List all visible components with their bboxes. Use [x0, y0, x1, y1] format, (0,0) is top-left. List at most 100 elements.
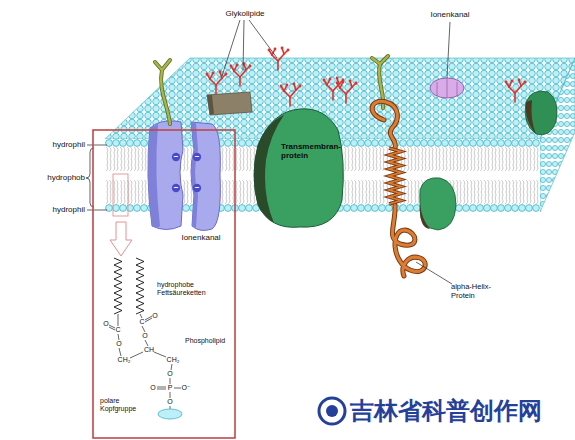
sugar-unit	[249, 65, 252, 68]
layer-label: hydrophil	[53, 205, 85, 214]
lipid-tail	[106, 147, 108, 171]
atom-symbol: O	[167, 398, 172, 406]
lipid-tail	[137, 147, 139, 171]
ion-channel-half	[191, 122, 220, 230]
lipid-tail	[522, 147, 524, 171]
bond	[171, 364, 172, 370]
inset-label: hydrophobe Fettsäureketten	[157, 281, 227, 297]
lipid-tail	[137, 180, 139, 204]
sugar-branch	[216, 78, 222, 85]
lipid-tail	[498, 180, 500, 204]
lipid-tail	[228, 180, 230, 204]
protein-shade	[254, 115, 284, 223]
bond	[119, 348, 121, 356]
bond	[170, 378, 171, 384]
atom-symbol: C	[139, 318, 144, 326]
sugar-branch	[277, 61, 279, 70]
lipid-tail	[456, 147, 458, 171]
lipid-tail	[463, 180, 465, 204]
lipid-tail	[144, 180, 146, 204]
helix-chain	[372, 101, 397, 148]
charge-sign: −	[195, 152, 200, 161]
lipid-tail	[536, 147, 538, 171]
charge-circle	[193, 184, 201, 192]
lipid-head	[456, 205, 463, 212]
watermark-logo-core	[326, 405, 338, 417]
lipid-tail	[354, 147, 356, 171]
charge-circle	[193, 153, 201, 161]
bond	[118, 334, 119, 340]
atom-symbol: O	[116, 340, 121, 348]
lipid-head	[484, 205, 491, 212]
bond	[140, 314, 142, 318]
sugar-unit	[336, 77, 339, 80]
lipid-tail	[344, 180, 346, 204]
sugar-branch	[289, 97, 291, 106]
lipid-head	[246, 140, 253, 147]
lipid-tail	[106, 180, 108, 204]
lipid-tail	[351, 147, 353, 171]
lipid-head	[351, 205, 358, 212]
lipid-tail	[522, 180, 524, 204]
atom-symbol: P	[168, 384, 173, 392]
lipid-tail	[120, 180, 122, 204]
lipid-tail	[487, 147, 489, 171]
protein-body	[254, 109, 343, 227]
lipid-tail	[228, 147, 230, 171]
lipid-tail	[225, 147, 227, 171]
lipid-head	[526, 140, 533, 147]
lipid-tail	[452, 147, 454, 171]
lipid-tail	[515, 180, 517, 204]
lipid-tail	[407, 147, 409, 171]
lipid-tail	[361, 180, 363, 204]
sugar-unit	[505, 81, 508, 84]
ion-channel-half	[148, 121, 183, 230]
lipid-tail	[410, 147, 412, 171]
atom-symbol: O	[152, 312, 157, 320]
lipid-head	[414, 205, 421, 212]
lipid-tail	[449, 147, 451, 171]
lipid-head	[358, 140, 365, 147]
lipid-head	[113, 140, 120, 147]
leader-lines	[86, 20, 452, 284]
sugar-unit	[286, 84, 289, 87]
ion-channel-shade	[148, 124, 160, 228]
lipid-tail	[379, 147, 381, 171]
atom-symbol: O	[150, 384, 155, 392]
lipid-head	[141, 140, 148, 147]
lipid-tail	[480, 147, 482, 171]
zoom-arrow	[110, 222, 132, 256]
bond	[174, 388, 181, 389]
bond	[170, 406, 171, 409]
sugar-branch	[284, 91, 290, 97]
leader-line	[87, 210, 107, 211]
lipid-tail	[473, 180, 475, 204]
layer-label: hydrophob	[47, 173, 85, 182]
lipid-tail	[134, 180, 136, 204]
lipid-tail	[459, 147, 461, 171]
fatty-acid-chains	[114, 258, 144, 314]
lipid-tail	[109, 147, 111, 171]
atom-symbol: CH₂	[167, 356, 180, 364]
lipid-head	[386, 205, 393, 212]
lipid-head	[134, 205, 141, 212]
sugar-branch	[239, 77, 241, 86]
lipid-tail	[536, 180, 538, 204]
lipid-head	[379, 205, 386, 212]
charge-circle	[172, 153, 180, 161]
lipid-head	[533, 140, 540, 147]
lipid-head	[106, 140, 113, 147]
lipid-tail	[232, 147, 234, 171]
sugar-branch	[332, 91, 334, 100]
inset-label: polare Kopfgruppe	[100, 397, 146, 413]
lipid-head	[351, 140, 358, 147]
lipid-head	[127, 140, 134, 147]
charge-sign: −	[174, 152, 179, 161]
lipid-tail	[519, 180, 521, 204]
lipid-tail	[456, 180, 458, 204]
lipid-head	[505, 205, 512, 212]
sugar-unit	[329, 78, 332, 81]
sugar-branch	[333, 84, 339, 91]
lipid-head	[246, 205, 253, 212]
lipid-tail	[246, 180, 248, 204]
